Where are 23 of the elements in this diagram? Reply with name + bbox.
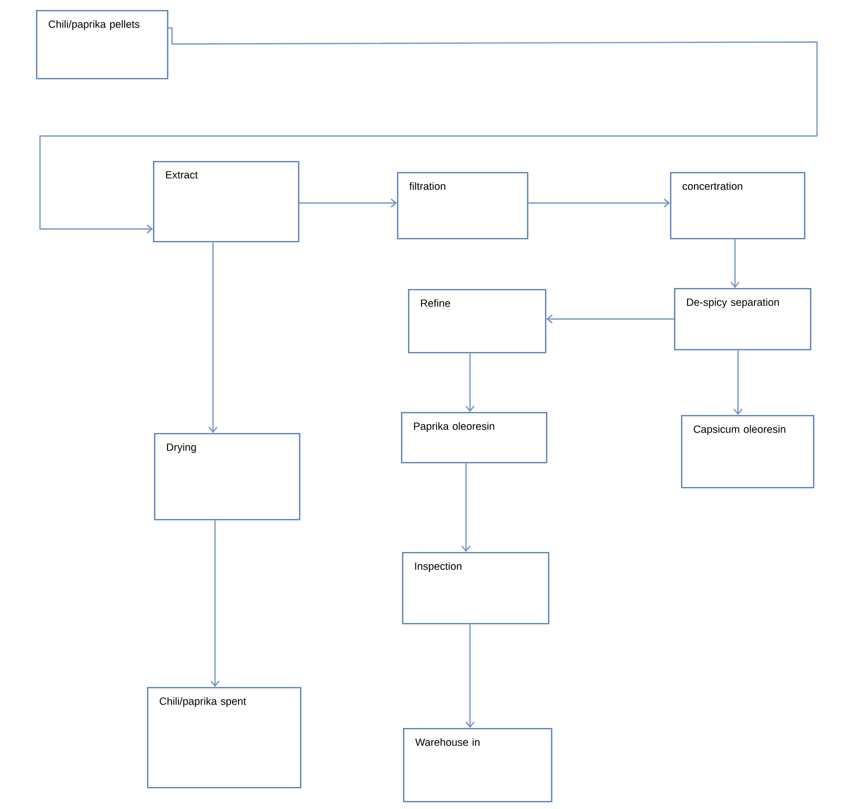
arrow [546,314,674,324]
process-box: Paprika oleoresin [401,412,548,464]
arrow [466,624,474,728]
arrow [208,242,218,433]
process-box: concertration [670,172,806,240]
arrow [39,27,818,234]
process-box: Drying [154,433,300,520]
process-box: Warehouse in [403,728,552,802]
process-box: Chili/paprika spent [147,687,302,788]
arrow [210,520,220,687]
process-box: De-spicy separation [674,288,812,350]
arrow [528,198,670,208]
arrow [299,198,397,208]
arrow [730,239,740,288]
process-box: filtration [397,172,528,240]
arrow [734,350,742,415]
process-box: Capsicum oleoresin [681,415,814,488]
process-box: Extract [153,160,300,242]
arrow [466,353,474,412]
process-box: Chili/paprika pellets [36,10,168,80]
process-box: Inspection [402,552,550,624]
process-box: Refine [408,289,546,354]
arrow [462,463,470,552]
